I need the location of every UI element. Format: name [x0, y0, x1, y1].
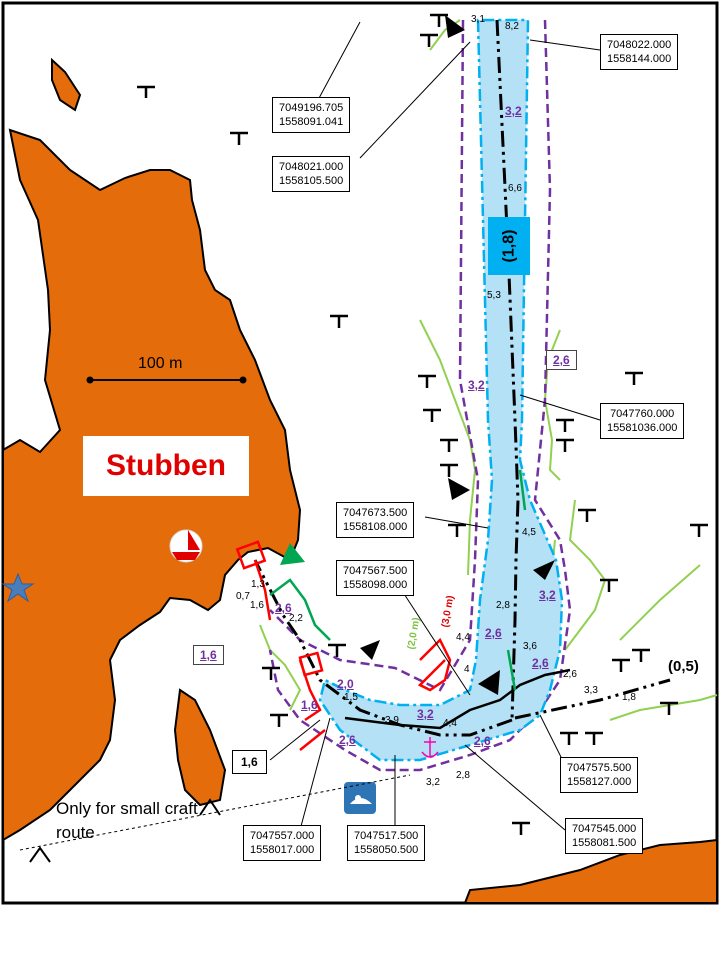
green-beacon-icon	[280, 543, 305, 565]
sounding: 3,3	[584, 685, 598, 696]
place-label-stubben: Stubben	[83, 436, 249, 496]
sounding: 0,7	[236, 591, 250, 602]
sounding: 6,6	[508, 183, 522, 194]
fairway-depth-label: 2,6	[532, 656, 549, 670]
sounding: 4,4	[443, 718, 457, 729]
fairway-depth-label: 1,6	[301, 698, 318, 712]
fairway-depth-badge: (1,8)	[488, 217, 530, 275]
small-craft-note: Only for small craft route	[56, 799, 198, 842]
sounding: 3,2	[426, 777, 440, 788]
outer-depth-label: (0,5)	[668, 658, 699, 675]
harbour-sailboat-icon	[169, 529, 203, 563]
fairway-area	[318, 18, 564, 762]
sounding: 1,3	[251, 579, 265, 590]
scale-label: 100 m	[138, 355, 183, 372]
beacon-arrows	[360, 15, 555, 695]
land-sw-island	[173, 688, 227, 807]
sounding: 2,6	[563, 669, 577, 680]
red-route	[253, 559, 452, 751]
star-icon	[1, 572, 35, 603]
sounding: 1,8	[622, 692, 636, 703]
pointer-lines	[269, 21, 601, 831]
sounding: 4,5	[522, 527, 536, 538]
fairway-depth-label: 3,2	[539, 588, 556, 602]
sounding: 2,8	[496, 600, 510, 611]
sounding: 3,6	[523, 641, 537, 652]
fairway-depth-label: 2,6	[275, 601, 292, 615]
fairway-depth-label: 2,6	[474, 734, 491, 748]
sounding: 4	[464, 664, 470, 675]
green-route	[269, 469, 527, 691]
fairway-depth-label: 3,2	[468, 378, 485, 392]
fairway-depth-label: 3,2	[417, 707, 434, 721]
sounding: 3,1	[471, 14, 485, 25]
sounding: 3,9	[385, 715, 399, 726]
anchorage-icon	[421, 737, 439, 758]
sounding: 1,5	[344, 692, 358, 703]
fairway-depth-label: 2,6	[339, 733, 356, 747]
sounding: 8,2	[505, 21, 519, 32]
small-craft-note-line	[19, 774, 411, 851]
boxed-depth-label: 2,6	[546, 350, 577, 370]
fairway-depth-label: 3,2	[505, 104, 522, 118]
fairway-depth-label: 2,6	[485, 626, 502, 640]
red-box-south	[298, 651, 324, 677]
fairway-depth-label: 2,0	[337, 677, 354, 691]
sounding: 1,6	[250, 600, 264, 611]
small-craft-symbol	[29, 846, 51, 863]
boxed-depth-label: 1,6	[193, 645, 224, 665]
sounding: 5,3	[487, 290, 501, 301]
sounding: 2,2	[289, 613, 303, 624]
small-craft-track	[344, 668, 571, 730]
sounding: 2,8	[456, 770, 470, 781]
land-nw-peninsula	[51, 57, 82, 112]
red-box-north	[235, 540, 267, 570]
red-boxed-label: 1,6	[232, 750, 267, 774]
top-marks	[137, 13, 708, 835]
divers-icon	[344, 782, 376, 814]
sounding: 4,4	[456, 632, 470, 643]
